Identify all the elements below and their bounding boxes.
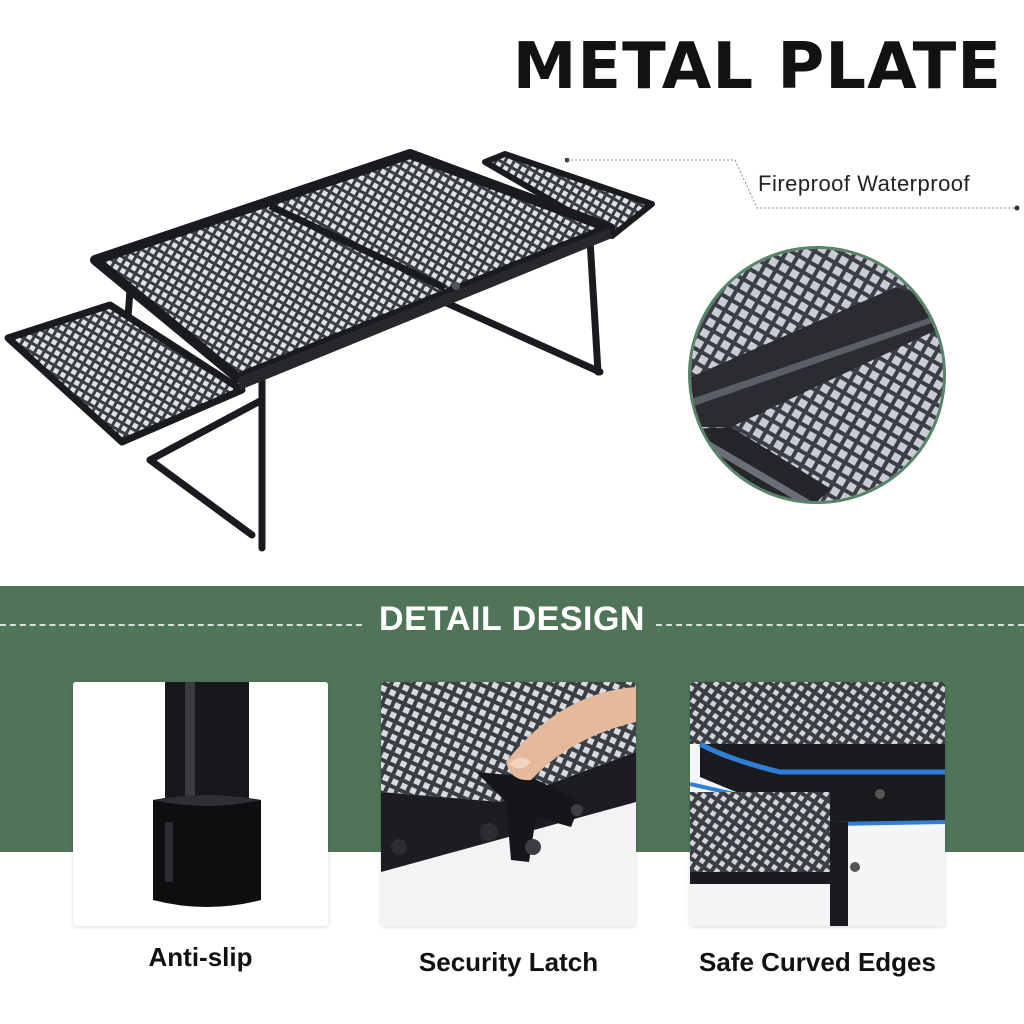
mesh-closeup-image: [688, 246, 946, 504]
anti-slip-foot-image: [73, 682, 328, 926]
feature-label: Fireproof Waterproof: [758, 171, 971, 196]
detail-section-title: DETAIL DESIGN: [379, 600, 645, 638]
caption-curved-edges: Safe Curved Edges: [699, 947, 936, 977]
hero-table-image: [4, 149, 655, 552]
caption-anti-slip: Anti-slip: [148, 942, 253, 972]
detail-card-curved-edges: [690, 682, 945, 926]
dashed-divider-right: [656, 624, 1024, 626]
callout-leader-line: [565, 158, 1020, 211]
detail-card-security-latch: [381, 682, 636, 926]
security-latch-image: [381, 682, 636, 926]
caption-security-latch: Security Latch: [418, 947, 599, 977]
detail-card-anti-slip: [73, 682, 328, 926]
headline: METAL PLATE: [512, 30, 1002, 104]
curved-edges-image: [690, 682, 945, 926]
dashed-divider-left: [0, 624, 362, 626]
